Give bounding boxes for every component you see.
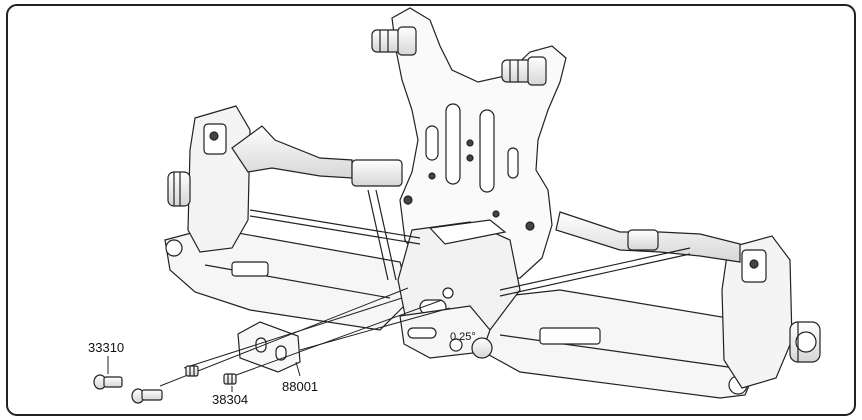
callout-line-88001 [295, 361, 301, 377]
camber-link-left [231, 125, 403, 187]
set-screw-38304-b [223, 373, 237, 385]
screw-33310-upper [93, 374, 123, 390]
upper-shock-mount-right [501, 56, 547, 86]
screw-33310-lower [131, 388, 163, 404]
assembly-guide-lines [159, 287, 451, 387]
set-screw-38304-a [185, 365, 199, 377]
support-strut [367, 189, 389, 281]
driveshaft-right [499, 247, 691, 291]
angle-label: 0.25° [450, 331, 476, 343]
lower-arm-left [164, 227, 411, 331]
camber-link-right [555, 211, 741, 263]
label-88001: 88001 [282, 379, 318, 394]
upper-shock-mount-left [371, 26, 417, 56]
toe-block [399, 305, 493, 359]
diagram-frame [6, 4, 856, 416]
hub-carrier-right [721, 235, 821, 389]
label-38304: 38304 [212, 392, 248, 407]
lower-arm-right [469, 289, 761, 399]
rear-bulkhead [397, 219, 521, 339]
hub-carrier-left [167, 105, 251, 253]
driveshaft-left [249, 209, 421, 239]
label-33310: 33310 [88, 340, 124, 355]
spacer-block-88001 [237, 321, 301, 373]
